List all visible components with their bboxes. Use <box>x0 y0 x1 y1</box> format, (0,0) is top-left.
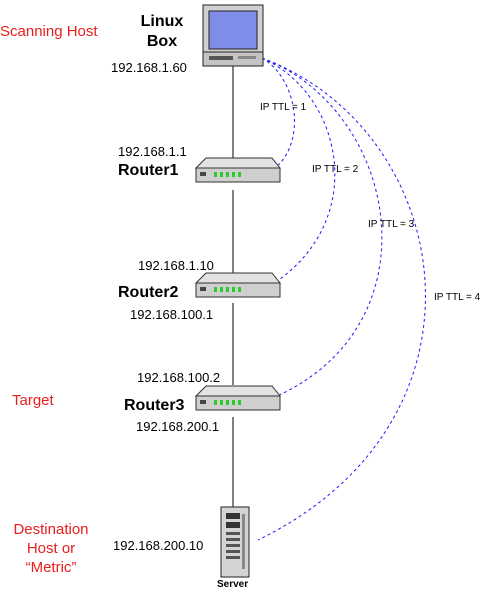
router3-icon <box>194 385 282 411</box>
ttl-label-4: IP TTL = 4 <box>434 292 481 303</box>
destination-label: Destination Host or “Metric” <box>13 521 89 576</box>
ttl-label-3: IP TTL = 3 <box>368 219 415 230</box>
linux-box-name: Linux Box <box>140 13 184 50</box>
router1-name: Router1 <box>118 162 179 179</box>
router3-ip-bottom: 192.168.200.1 <box>136 419 220 434</box>
server-icon <box>220 506 250 578</box>
router3-ip-top: 192.168.100.2 <box>137 370 221 385</box>
ttl-paths <box>257 57 426 541</box>
linux-box-ip: 192.168.1.60 <box>111 60 187 75</box>
scanning-host-label: Scanning Host <box>0 23 98 40</box>
router1-ip-top: 192.168.1.1 <box>118 144 187 159</box>
server-ip: 192.168.200.10 <box>113 538 204 553</box>
target-label: Target <box>12 392 54 409</box>
ttl-path-4 <box>257 57 426 541</box>
router3-name: Router3 <box>124 397 185 414</box>
ttl-path-1 <box>261 57 295 174</box>
server-name: Server <box>217 579 249 590</box>
ttl-path-2 <box>261 57 336 288</box>
router1-icon <box>194 157 282 183</box>
ttl-label-1: IP TTL = 1 <box>260 102 307 113</box>
router2-icon <box>194 272 282 298</box>
router2-ip-bottom: 192.168.100.1 <box>130 307 214 322</box>
ttl-label-2: IP TTL = 2 <box>312 164 359 175</box>
router2-ip-top: 192.168.1.10 <box>138 258 214 273</box>
router2-name: Router2 <box>118 284 179 301</box>
ttl-path-3 <box>261 57 383 401</box>
computer-icon <box>202 4 264 67</box>
